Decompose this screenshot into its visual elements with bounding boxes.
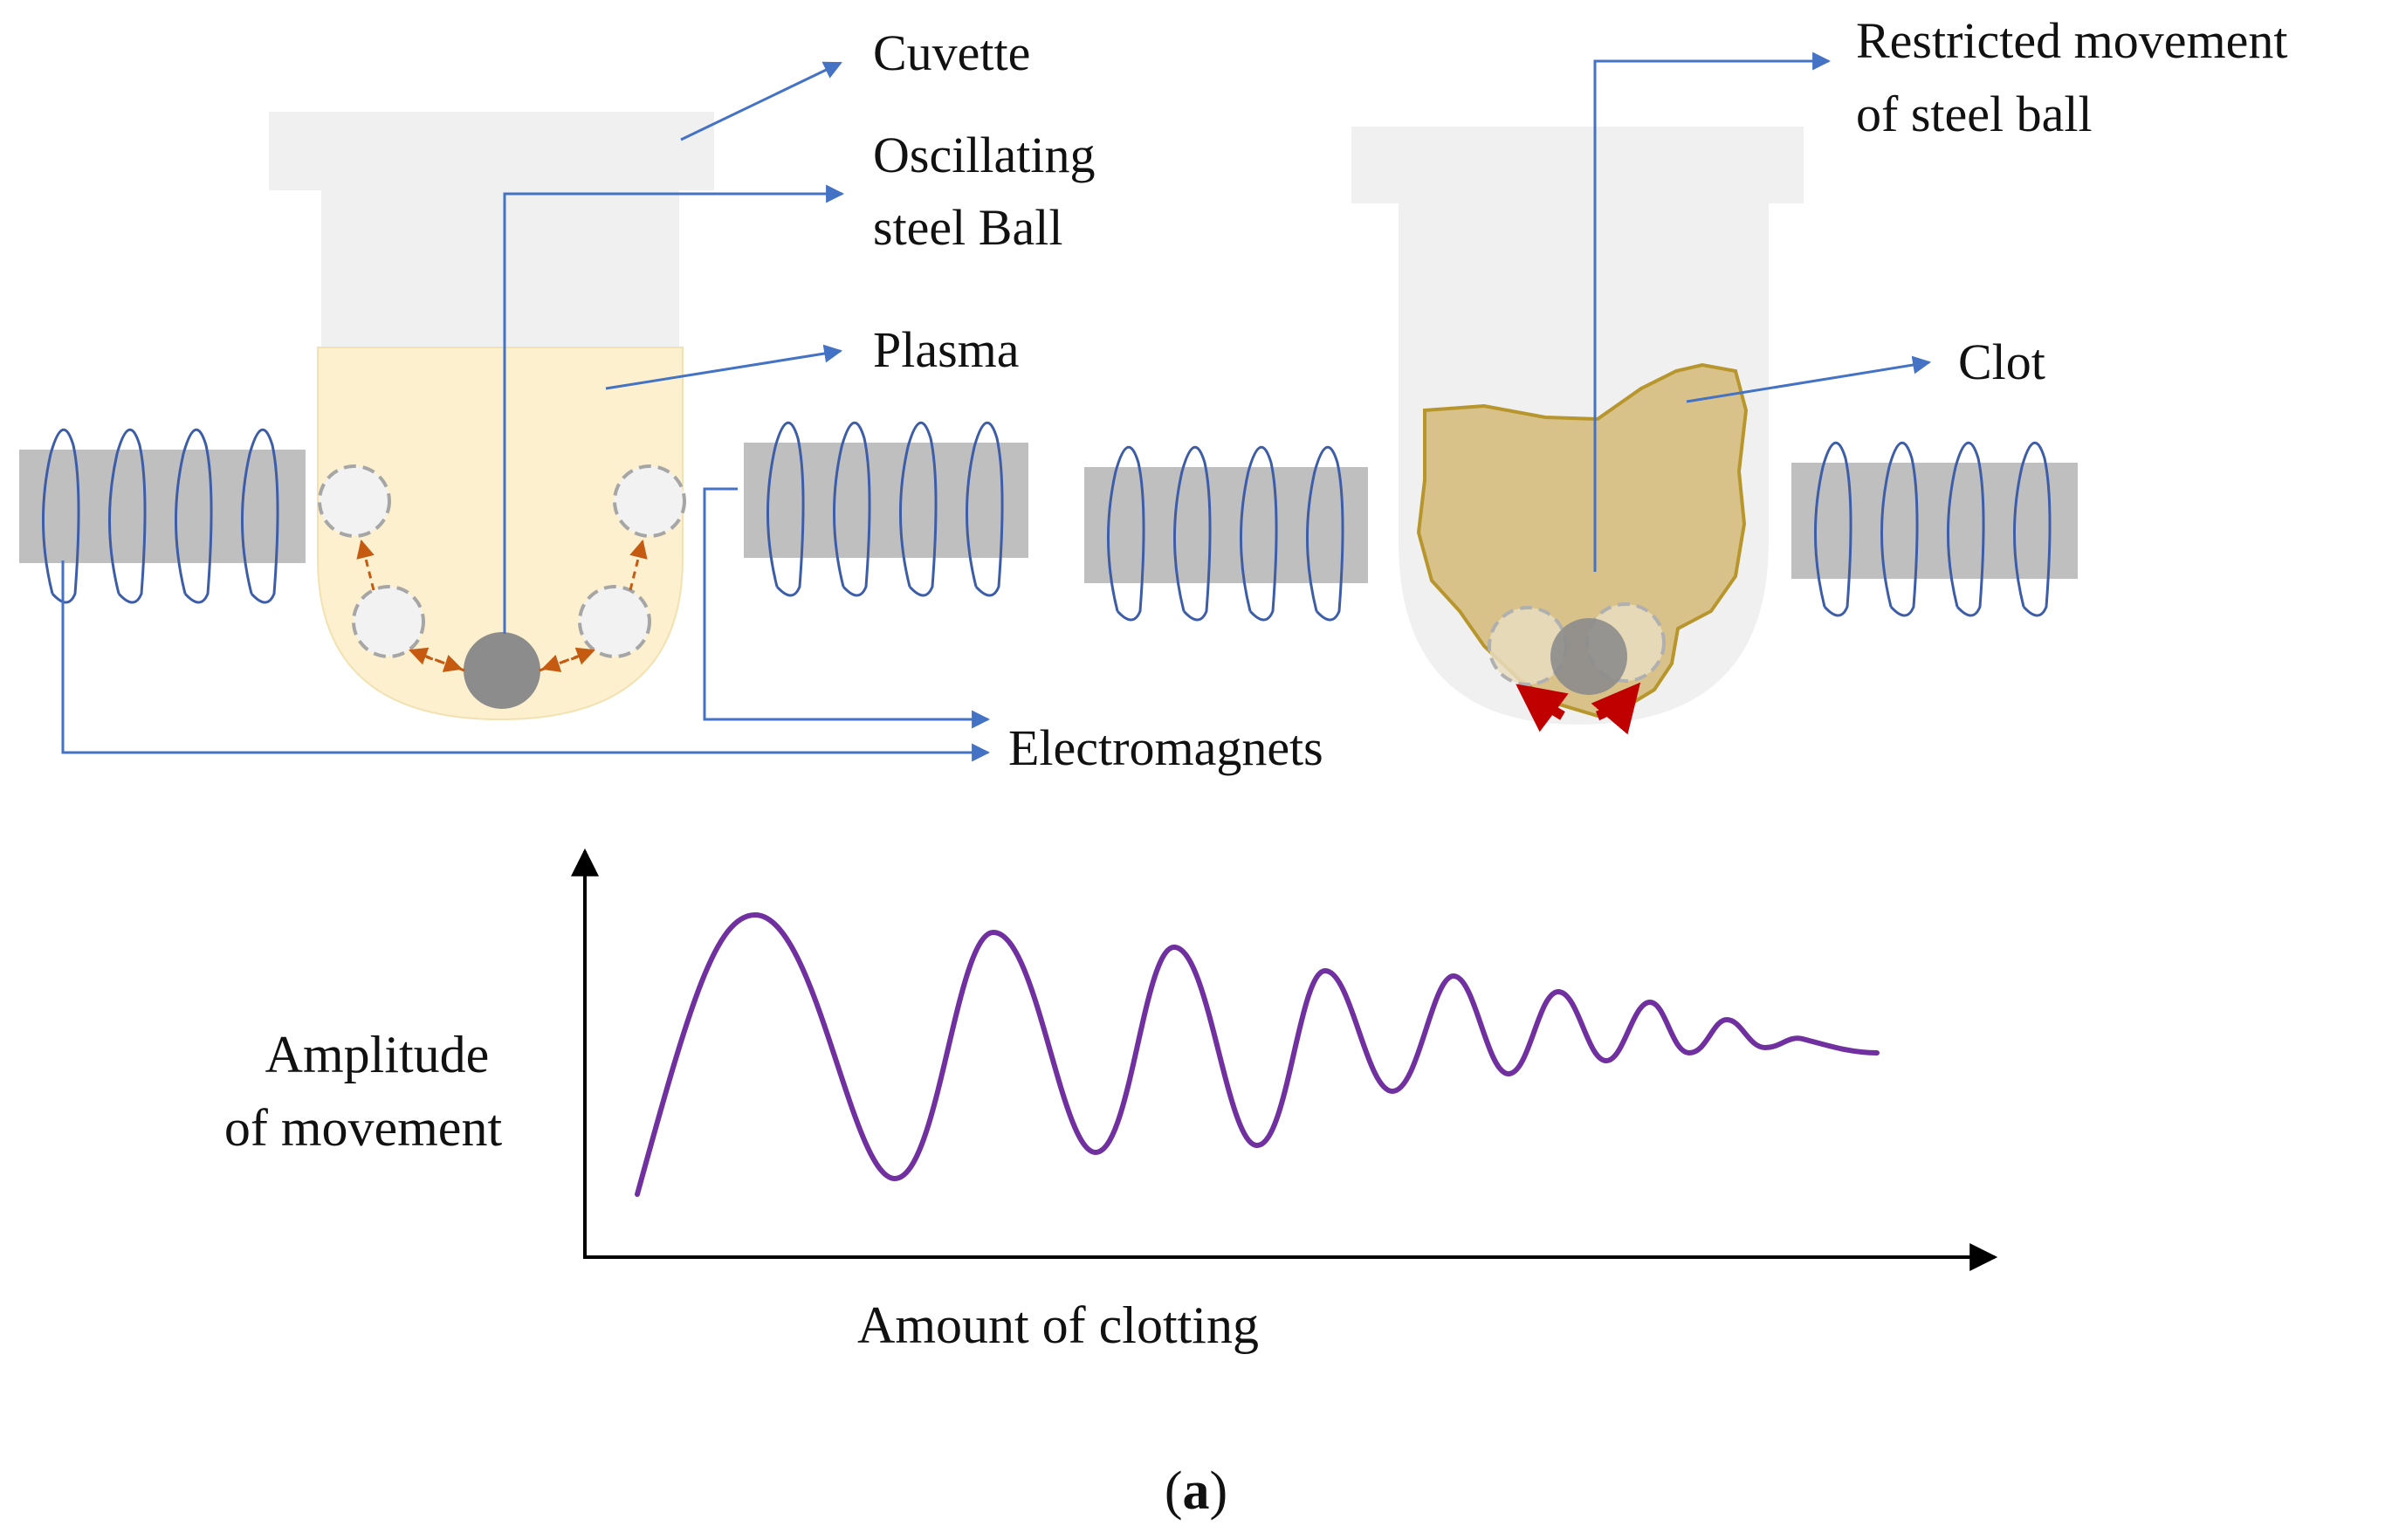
leader-lines-left bbox=[61, 61, 991, 762]
caption-close-paren: ) bbox=[1210, 1461, 1228, 1521]
figure-caption: (a) bbox=[1165, 1461, 1227, 1521]
left-panel: Cuvette Oscillating steel Ball Plasma El… bbox=[19, 24, 1323, 776]
damped-oscillation-curve bbox=[635, 912, 1880, 1197]
label-electromagnets: Electromagnets bbox=[1008, 719, 1323, 776]
leader-electromagnet-right bbox=[703, 487, 991, 729]
arrow-to-lower-right bbox=[539, 647, 595, 672]
arrow-to-lower-left bbox=[409, 647, 465, 672]
label-cuvette: Cuvette bbox=[873, 24, 1030, 81]
caption-letter: a bbox=[1183, 1461, 1210, 1521]
electromagnet-left bbox=[19, 428, 306, 604]
magnet-core-right-2 bbox=[1791, 463, 2078, 579]
leader-clot bbox=[1686, 355, 1932, 403]
arrow-to-lower-left-b bbox=[414, 651, 463, 672]
y-axis-label-line1: Amplitude bbox=[265, 1026, 490, 1083]
arrow-up-left bbox=[356, 539, 375, 591]
electromagnet-left-2 bbox=[1084, 445, 1368, 622]
ghost-ball-positions bbox=[318, 464, 686, 658]
x-axis-label: Amount of clotting bbox=[857, 1296, 1259, 1354]
leader-lines-right bbox=[1593, 52, 1932, 572]
magnet-core-left bbox=[19, 450, 306, 563]
caption-open-paren: ( bbox=[1165, 1461, 1183, 1521]
steel-ball bbox=[464, 632, 540, 709]
leader-steel-ball bbox=[503, 184, 845, 634]
oscillation-arrows bbox=[356, 539, 648, 672]
restricted-arrows bbox=[1516, 682, 1641, 735]
leader-plasma bbox=[605, 344, 843, 390]
label-restricted-movement-line2: of steel ball bbox=[1856, 86, 2093, 142]
red-arrow-left bbox=[1516, 684, 1569, 732]
coil-right-2 bbox=[1813, 441, 2052, 617]
ghost-ball-upper-right bbox=[613, 464, 686, 538]
ghost-ball-lower-left bbox=[352, 585, 425, 658]
label-clot: Clot bbox=[1958, 333, 2045, 390]
label-oscillating-steel-ball-line2: steel Ball bbox=[873, 199, 1062, 256]
electromagnet-right-2 bbox=[1791, 441, 2078, 617]
magnet-core-right bbox=[744, 443, 1028, 558]
label-restricted-movement-line1: Restricted movement bbox=[1856, 12, 2287, 69]
magnet-core-left-2 bbox=[1084, 467, 1368, 583]
leader-cuvette bbox=[680, 61, 842, 141]
y-axis-label-line2: of movement bbox=[224, 1099, 503, 1157]
label-plasma: Plasma bbox=[873, 321, 1020, 378]
coil-left bbox=[41, 428, 279, 604]
coil-right bbox=[766, 421, 1004, 597]
arrow-up-right bbox=[629, 539, 648, 591]
amplitude-graph: Amplitude of movement Amount of clotting bbox=[224, 848, 1998, 1354]
steel-ball-restricted bbox=[1550, 618, 1627, 695]
leader-restricted-movement bbox=[1593, 52, 1832, 572]
ghost-ball-lower-right bbox=[578, 585, 651, 658]
electromagnet-right bbox=[744, 421, 1028, 597]
label-oscillating-steel-ball-line1: Oscillating bbox=[873, 127, 1096, 183]
coil-left-2 bbox=[1106, 445, 1344, 622]
arrow-to-lower-right-b bbox=[541, 651, 590, 672]
right-panel: Restricted movement of steel ball Clot bbox=[1084, 12, 2287, 735]
ghost-ball-upper-left bbox=[318, 464, 391, 538]
leader-electromagnet-left bbox=[61, 560, 991, 762]
red-arrow-right bbox=[1591, 682, 1641, 735]
